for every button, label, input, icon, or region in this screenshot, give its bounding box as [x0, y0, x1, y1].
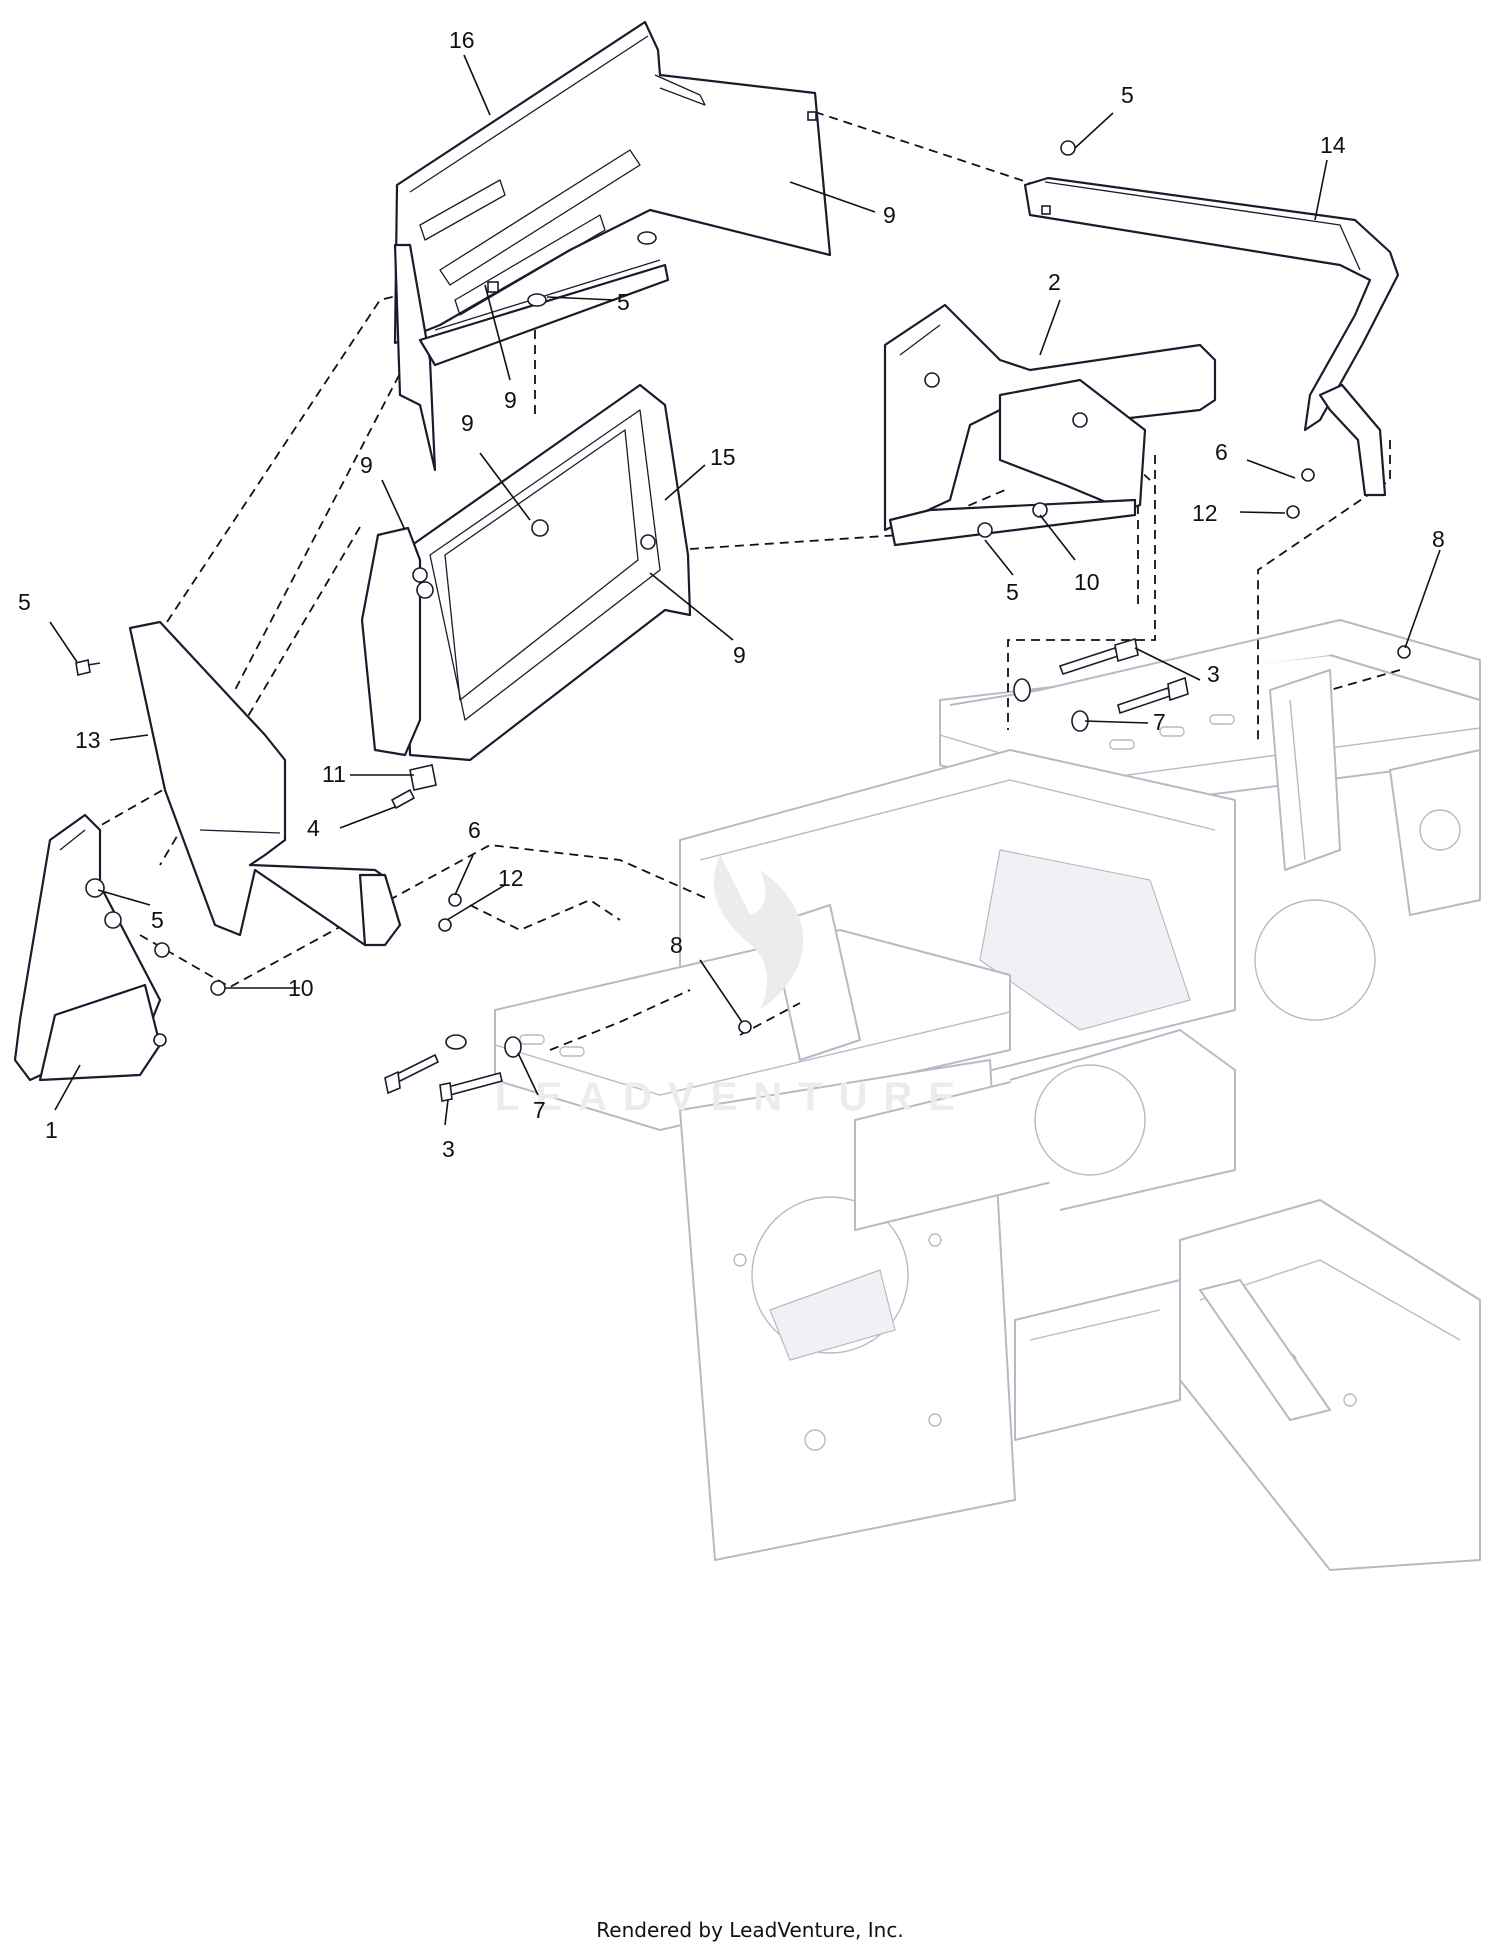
part-16-rear-shield — [393, 20, 832, 472]
callout-6-right: 6 — [1215, 439, 1228, 465]
callout-labels: 16 5 14 9 5 2 9 9 9 15 6 12 5 10 9 8 5 3… — [18, 27, 1445, 1162]
callout-2: 2 — [1048, 269, 1061, 295]
callout-4: 4 — [307, 815, 320, 841]
footer-credit: Rendered by LeadVenture, Inc. — [596, 1918, 904, 1942]
callout-7-front: 7 — [533, 1097, 546, 1123]
callout-5-left: 5 — [18, 589, 31, 615]
callout-11: 11 — [322, 761, 346, 787]
callout-9-bracket-center: 9 — [461, 410, 474, 436]
callout-6-left: 6 — [468, 817, 481, 843]
callout-15: 15 — [710, 444, 736, 470]
callout-3-right: 3 — [1207, 661, 1220, 687]
part-15-center-bracket — [360, 383, 692, 784]
callout-16: 16 — [449, 27, 475, 53]
callout-14: 14 — [1320, 132, 1346, 158]
callout-1: 1 — [45, 1117, 58, 1143]
callout-5-top: 5 — [1121, 82, 1134, 108]
callout-7-right: 7 — [1153, 709, 1166, 735]
watermark-text: LEADVENTURE — [495, 1075, 971, 1119]
hardware-fasteners — [75, 140, 1411, 1102]
callout-3-front: 3 — [442, 1136, 455, 1162]
callout-leaders — [49, 54, 1441, 1126]
callout-9-bracket-upper: 9 — [504, 387, 517, 413]
callout-8-right: 8 — [1432, 526, 1445, 552]
callout-13: 13 — [75, 727, 101, 753]
watermark: LEADVENTURE — [495, 855, 971, 1119]
part-1-front-bracket — [13, 813, 167, 1082]
callout-12-right: 12 — [1192, 500, 1218, 526]
part-2-mount-bracket — [883, 303, 1217, 547]
callout-5-shield: 5 — [617, 289, 630, 315]
callout-9-shield: 9 — [883, 202, 896, 228]
callout-9-bracket-right: 9 — [733, 642, 746, 668]
callout-5-front: 5 — [151, 907, 164, 933]
part-13-left-shield — [128, 620, 402, 947]
chassis-frame — [494, 619, 1481, 1571]
callout-8-center: 8 — [670, 932, 683, 958]
callout-5-bracket: 5 — [1006, 579, 1019, 605]
callout-10-bracket: 10 — [1074, 569, 1100, 595]
callout-10-front: 10 — [288, 975, 314, 1001]
callout-9-bracket-left: 9 — [360, 452, 373, 478]
part-14-side-shield — [1023, 176, 1400, 497]
callout-12-left: 12 — [498, 865, 524, 891]
